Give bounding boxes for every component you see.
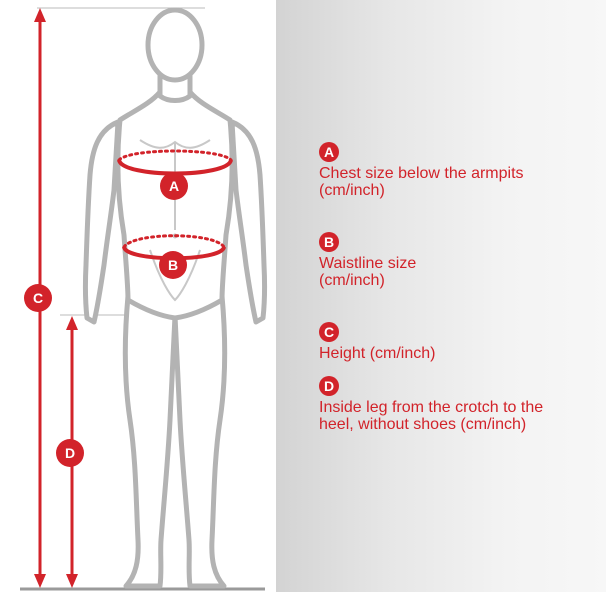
marker-c-label: C	[33, 290, 43, 306]
inseam-measurement: D	[56, 316, 84, 588]
legend-item-waist: B Waistline size (cm/inch)	[319, 232, 416, 289]
height-arrow-bottom	[34, 574, 46, 588]
legend-badge-b: B	[319, 232, 339, 252]
legend-text-height: Height (cm/inch)	[319, 345, 435, 362]
left-leg	[125, 296, 175, 586]
right-arm	[232, 122, 265, 322]
marker-b-label: B	[168, 257, 178, 273]
legend-badge-d: D	[319, 376, 339, 396]
left-arm	[85, 122, 118, 322]
marker-d-label: D	[65, 445, 75, 461]
head	[148, 10, 202, 80]
legend-badge-c: C	[319, 322, 339, 342]
legend-text-chest: Chest size below the armpits (cm/inch)	[319, 165, 524, 199]
legend-item-height: C Height (cm/inch)	[319, 322, 435, 362]
legend-text-waist: Waistline size (cm/inch)	[319, 255, 416, 289]
inseam-arrow-top	[66, 316, 78, 330]
body-silhouette	[85, 10, 264, 586]
inseam-arrow-bottom	[66, 574, 78, 588]
legend-item-chest: A Chest size below the armpits (cm/inch)	[319, 142, 524, 199]
legend-item-inseam: D Inside leg from the crotch to the heel…	[319, 376, 543, 433]
height-arrow-top	[34, 8, 46, 22]
height-measurement: C	[24, 8, 52, 588]
legend-text-inseam: Inside leg from the crotch to the heel, …	[319, 399, 543, 433]
right-leg	[175, 296, 225, 586]
legend-badge-a: A	[319, 142, 339, 162]
marker-a-label: A	[169, 178, 179, 194]
